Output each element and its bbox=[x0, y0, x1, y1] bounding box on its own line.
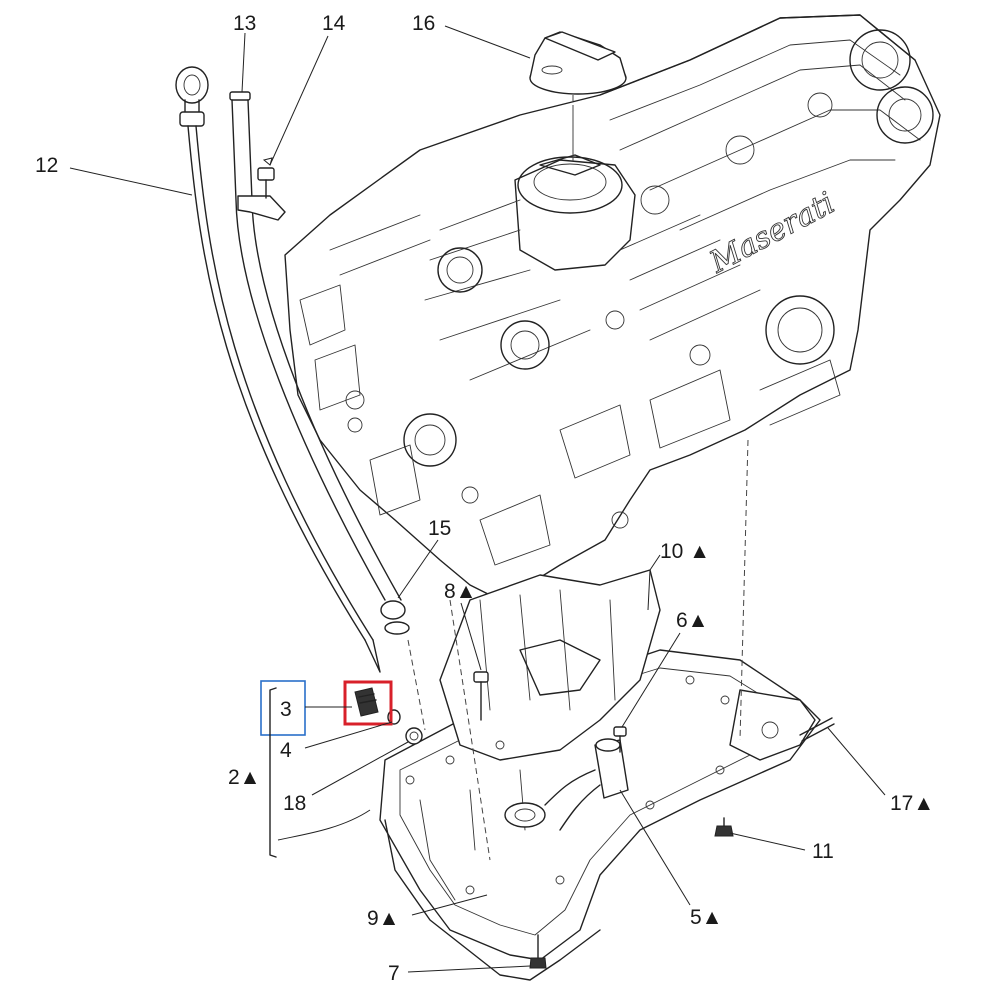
callout-8: 8▲ bbox=[444, 580, 476, 603]
callout-2: 2▲ bbox=[228, 766, 260, 789]
baffle-bolt bbox=[473, 671, 489, 721]
callout-18: 18 bbox=[283, 792, 306, 815]
callout-13: 13 bbox=[233, 12, 256, 35]
callout-5: 5▲ bbox=[690, 906, 722, 929]
dipstick bbox=[175, 66, 381, 673]
drain-plug bbox=[354, 687, 379, 717]
callout-9: 9▲ bbox=[367, 907, 399, 930]
callout-labels: 13 14 16 12 15 10 ▲ 8▲ 6▲ 3 4 2▲ 18 17▲ … bbox=[35, 12, 934, 985]
tube-bracket-bolt bbox=[257, 167, 275, 199]
callout-3: 3 bbox=[280, 698, 292, 721]
engine-block: Maserati bbox=[284, 14, 941, 601]
callout-6: 6▲ bbox=[676, 609, 708, 632]
callout-15: 15 bbox=[428, 517, 451, 540]
callout-17: 17▲ bbox=[890, 792, 934, 815]
callout-14: 14 bbox=[322, 12, 346, 35]
callout-16: 16 bbox=[412, 12, 435, 35]
assembly-guides bbox=[407, 95, 749, 861]
oil-filler-cap bbox=[529, 31, 627, 95]
group-bracket bbox=[269, 687, 277, 858]
dipstick-tube bbox=[229, 91, 410, 635]
drain-washer bbox=[387, 709, 401, 725]
drain-seal bbox=[405, 727, 423, 745]
callout-10: 10 ▲ bbox=[660, 540, 710, 563]
flange-bolt bbox=[714, 817, 734, 837]
callout-7: 7 bbox=[388, 962, 400, 985]
pan-drain-bolt bbox=[529, 934, 547, 969]
callout-12: 12 bbox=[35, 154, 58, 177]
sensor-bolt bbox=[613, 726, 627, 753]
callout-11: 11 bbox=[812, 840, 834, 863]
leader-lines bbox=[69, 25, 886, 973]
highlight-box-callout-3 bbox=[260, 680, 306, 736]
highlight-box-drain-plug bbox=[343, 680, 393, 726]
pan-stud bbox=[799, 717, 835, 742]
oil-pan bbox=[379, 569, 821, 981]
callout-4: 4 bbox=[280, 739, 292, 762]
